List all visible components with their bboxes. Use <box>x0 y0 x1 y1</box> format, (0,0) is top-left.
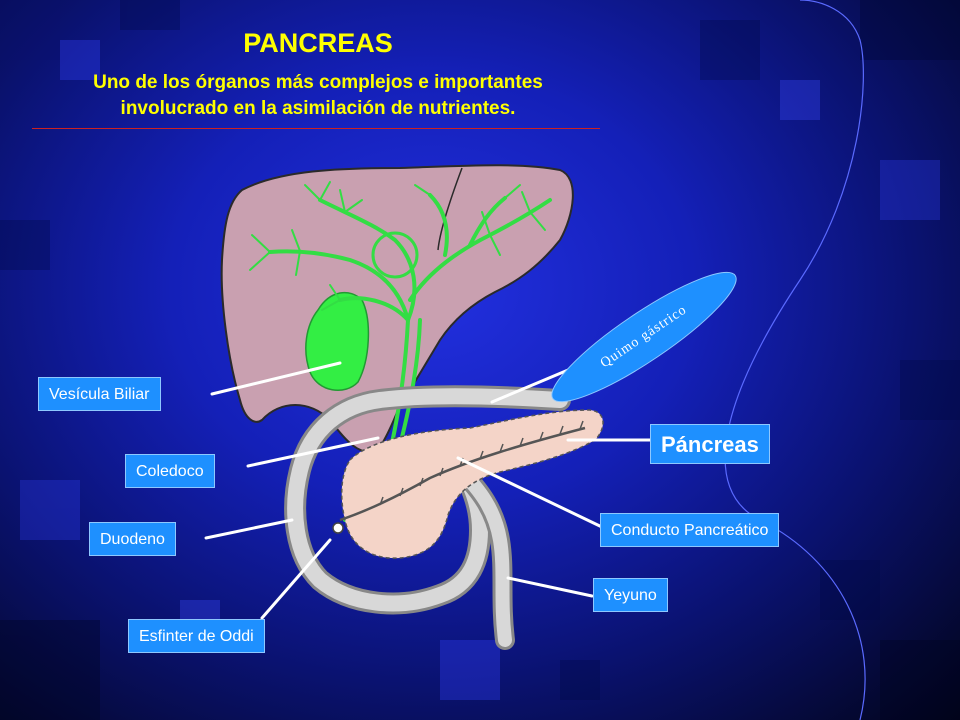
pointer-conducto <box>456 456 606 530</box>
bile-duct-branches <box>249 181 546 311</box>
label-duodeno: Duodeno <box>89 522 176 556</box>
subtitle-line-2: involucrado en la asimilación de nutrien… <box>120 98 516 119</box>
label-pancreas: Páncreas <box>650 424 770 464</box>
decorative-curve <box>724 0 866 720</box>
pointer-esfinter <box>260 538 332 620</box>
bile-duct-tree <box>268 193 552 522</box>
page-title: PANCREAS <box>243 28 393 58</box>
pancreas-shape <box>340 409 604 559</box>
pointer-vesicula <box>210 361 342 396</box>
label-conducto: Conducto Pancreático <box>600 513 780 547</box>
oddi-sphincter-dot <box>332 522 344 534</box>
jejunum-shape <box>450 460 515 650</box>
gallbladder-shape <box>305 291 370 391</box>
label-vesicula: Vesícula Biliar <box>38 377 161 411</box>
quimo-bubble: Quimo gástrico <box>551 271 737 403</box>
pointer-yeyuno <box>506 576 594 598</box>
label-esfinter: Esfinter de Oddi <box>128 619 265 653</box>
pointer-lines <box>204 361 652 620</box>
liver-lobe-line <box>437 167 463 251</box>
label-coledoco: Coledoco <box>125 454 215 488</box>
page-subtitle: Uno de los órganos más complejos e impor… <box>20 70 616 122</box>
title-divider <box>32 128 600 129</box>
pancreatic-duct <box>339 420 586 522</box>
label-yeyuno: Yeyuno <box>593 578 668 612</box>
pointer-coledoco <box>246 436 380 468</box>
subtitle-line-1: Uno de los órganos más complejos e impor… <box>93 72 543 93</box>
pointer-duodeno <box>204 518 294 540</box>
